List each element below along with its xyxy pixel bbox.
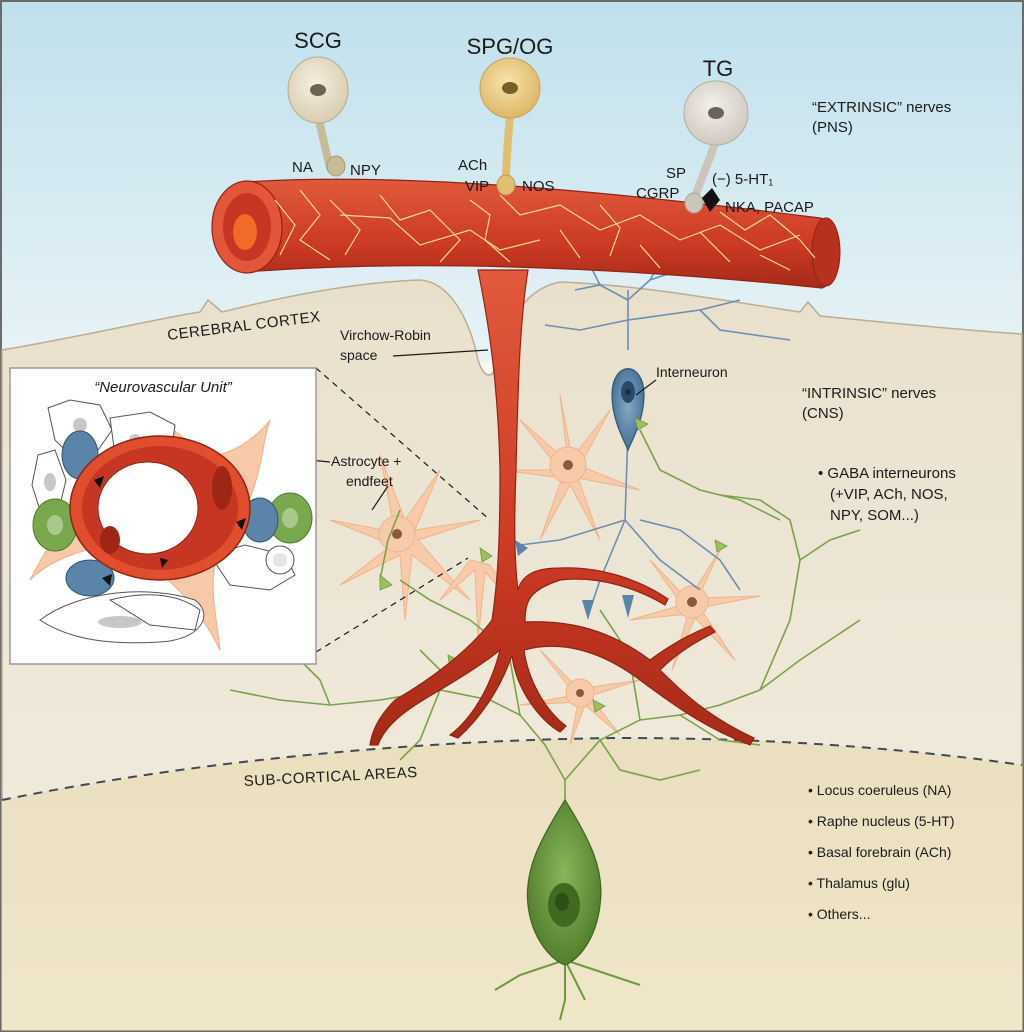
transmitter-nka-pacap: NKA, PACAP — [725, 199, 814, 216]
ganglion-label-tg: TG — [703, 56, 734, 81]
ganglion-label-spg-og: SPG/OG — [467, 34, 554, 59]
intrinsic-subtitle: (CNS) — [802, 405, 844, 422]
ganglion-label-scg: SCG — [294, 28, 342, 53]
interneuron-cell — [515, 261, 791, 620]
extrinsic-title: “EXTRINSIC” nerves — [812, 99, 951, 116]
spg-og-neuron — [479, 57, 541, 196]
penetrating-arteriole — [369, 269, 755, 746]
subcortical-item-5: • Others... — [808, 906, 870, 922]
inset-title: “Neurovascular Unit” — [94, 379, 233, 396]
label-astrocyte-1: Astrocyte + — [331, 453, 401, 469]
subcortical-item-4: • Thalamus (glu) — [808, 875, 910, 891]
inset-grey-nuclei — [44, 418, 142, 628]
intrinsic-bullet-1: • GABA interneurons — [818, 465, 956, 482]
sub-cortical-region — [2, 738, 1022, 1030]
transmitter-cgrp: CGRP — [636, 185, 679, 202]
intrinsic-title: “INTRINSIC” nerves — [802, 385, 936, 402]
transmitter-npy: NPY — [350, 162, 381, 179]
scg-neuron — [287, 56, 349, 177]
subcortical-item-1: • Locus coeruleus (NA) — [808, 782, 951, 798]
transmitter-na: NA — [292, 159, 313, 176]
intrinsic-bullet-2: (+VIP, ACh, NOS, — [830, 486, 948, 503]
projection-neuron-fibers — [229, 429, 861, 880]
transmitter-vip: VIP — [465, 178, 489, 195]
projection-neuron — [494, 798, 641, 1021]
label-interneuron: Interneuron — [656, 364, 728, 380]
subcortical-item-2: • Raphe nucleus (5-HT) — [808, 813, 955, 829]
label-virchow-robin-2: space — [340, 347, 378, 363]
subcortical-item-3: • Basal forebrain (ACh) — [808, 844, 951, 860]
5ht1-receptor-icon — [702, 188, 720, 212]
label-astrocyte-2: endfeet — [346, 473, 393, 489]
transmitter-ach: ACh — [458, 157, 487, 174]
perivascular-nerve-fibers — [274, 189, 816, 271]
neurovascular-unit-inset — [9, 367, 317, 665]
intrinsic-bullet-3: NPY, SOM...) — [830, 507, 919, 524]
extrinsic-subtitle: (PNS) — [812, 119, 853, 136]
transmitter-sp: SP — [666, 165, 686, 182]
label-virchow-robin-1: Virchow-Robin — [340, 327, 431, 343]
sub-cortical-boundary — [1, 736, 1023, 801]
transmitter-nos: NOS — [522, 178, 555, 195]
tg-neuron — [683, 80, 749, 214]
leader-lines — [237, 349, 657, 653]
astrocyte-nuclei — [392, 460, 697, 697]
transmitter-5ht1: (−) 5-HT₁ — [712, 171, 773, 188]
